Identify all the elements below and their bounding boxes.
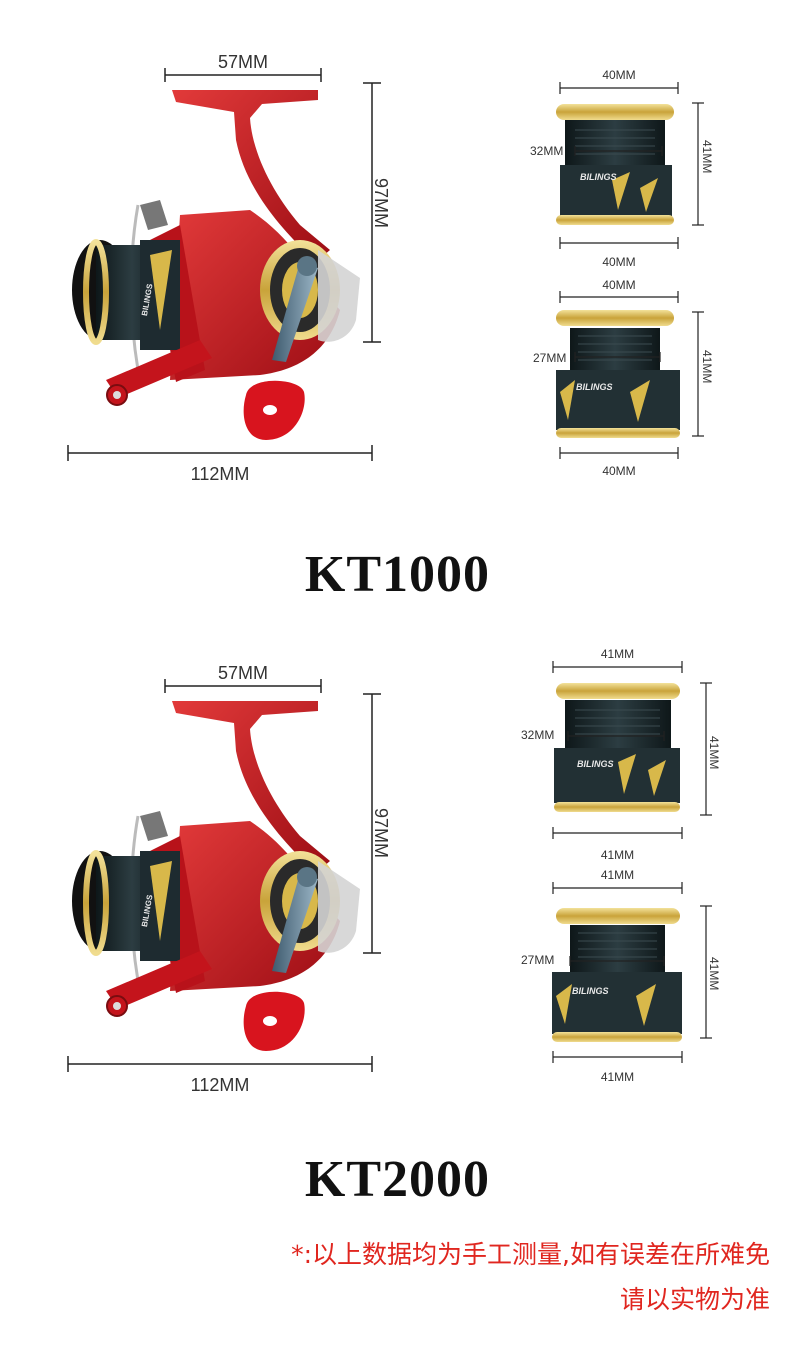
spool-shallow-illustration [556, 310, 680, 438]
dim-line-reel-width [164, 679, 322, 693]
spool-deep-illustration [556, 104, 674, 225]
model-title: KT2000 [304, 1151, 491, 1208]
spool-deep-top-width-label: 40MM [602, 68, 636, 82]
spool-brand-label: BILINGS [580, 172, 617, 182]
spool-shallow-height-label: 41MM [707, 957, 721, 991]
model-title: KT1000 [304, 546, 491, 603]
spool-shallow-top-width-label: 41MM [600, 868, 635, 882]
dim-lines-spool-deep [559, 82, 704, 249]
dim-lines-spool-shallow [559, 291, 704, 459]
spool-deep-illustration [554, 683, 680, 812]
reel-width-label: 57MM [217, 663, 268, 683]
spool-deep-height-label: 41MM [700, 140, 714, 174]
reel-illustration [72, 701, 360, 1051]
spool-shallow-illustration [552, 908, 682, 1042]
spool-deep-bottom-width-label: 40MM [602, 255, 636, 269]
measurement-disclaimer-line-1: *:以上数据均为手工测量,如有误差在所难免 [291, 1240, 770, 1269]
spool-brand-label: BILINGS [572, 986, 609, 996]
spool-shallow-height-label: 41MM [700, 350, 714, 384]
dim-line-reel-height [363, 693, 381, 954]
spool-shallow-top-width-label: 40MM [602, 278, 636, 292]
spool-brand-label: BILINGS [576, 382, 613, 392]
dim-line-reel-height [363, 82, 381, 343]
dim-line-reel-length [67, 445, 373, 461]
dim-lines-spool-shallow [552, 882, 712, 1063]
reel-height-label: 97MM [371, 808, 391, 859]
measurement-disclaimer-line-2: 请以实物为准 [619, 1285, 770, 1314]
spool-deep-inner-label: 32MM [530, 144, 564, 158]
dim-line-reel-length [67, 1056, 373, 1072]
spool-shallow-inner-label: 27MM [533, 351, 567, 365]
spool-brand-label: BILINGS [577, 759, 614, 769]
spool-deep-inner-label: 32MM [521, 728, 555, 742]
dim-lines-spool-deep [552, 661, 712, 839]
spool-deep-top-width-label: 41MM [600, 647, 635, 661]
reel-illustration [72, 90, 360, 440]
spool-shallow-bottom-width-label: 40MM [602, 464, 636, 478]
spool-shallow-inner-label: 27MM [521, 953, 555, 967]
reel-height-label: 97MM [371, 178, 391, 229]
spool-shallow-bottom-width-label: 41MM [600, 1070, 635, 1084]
reel-width-label: 57MM [217, 52, 268, 72]
reel-length-label: 112MM [190, 464, 250, 484]
spool-deep-bottom-width-label: 41MM [600, 848, 635, 862]
section-1-graphics [67, 68, 704, 461]
spool-deep-height-label: 41MM [707, 736, 721, 770]
dim-line-reel-width [164, 68, 322, 82]
reel-length-label: 112MM [190, 1075, 250, 1095]
